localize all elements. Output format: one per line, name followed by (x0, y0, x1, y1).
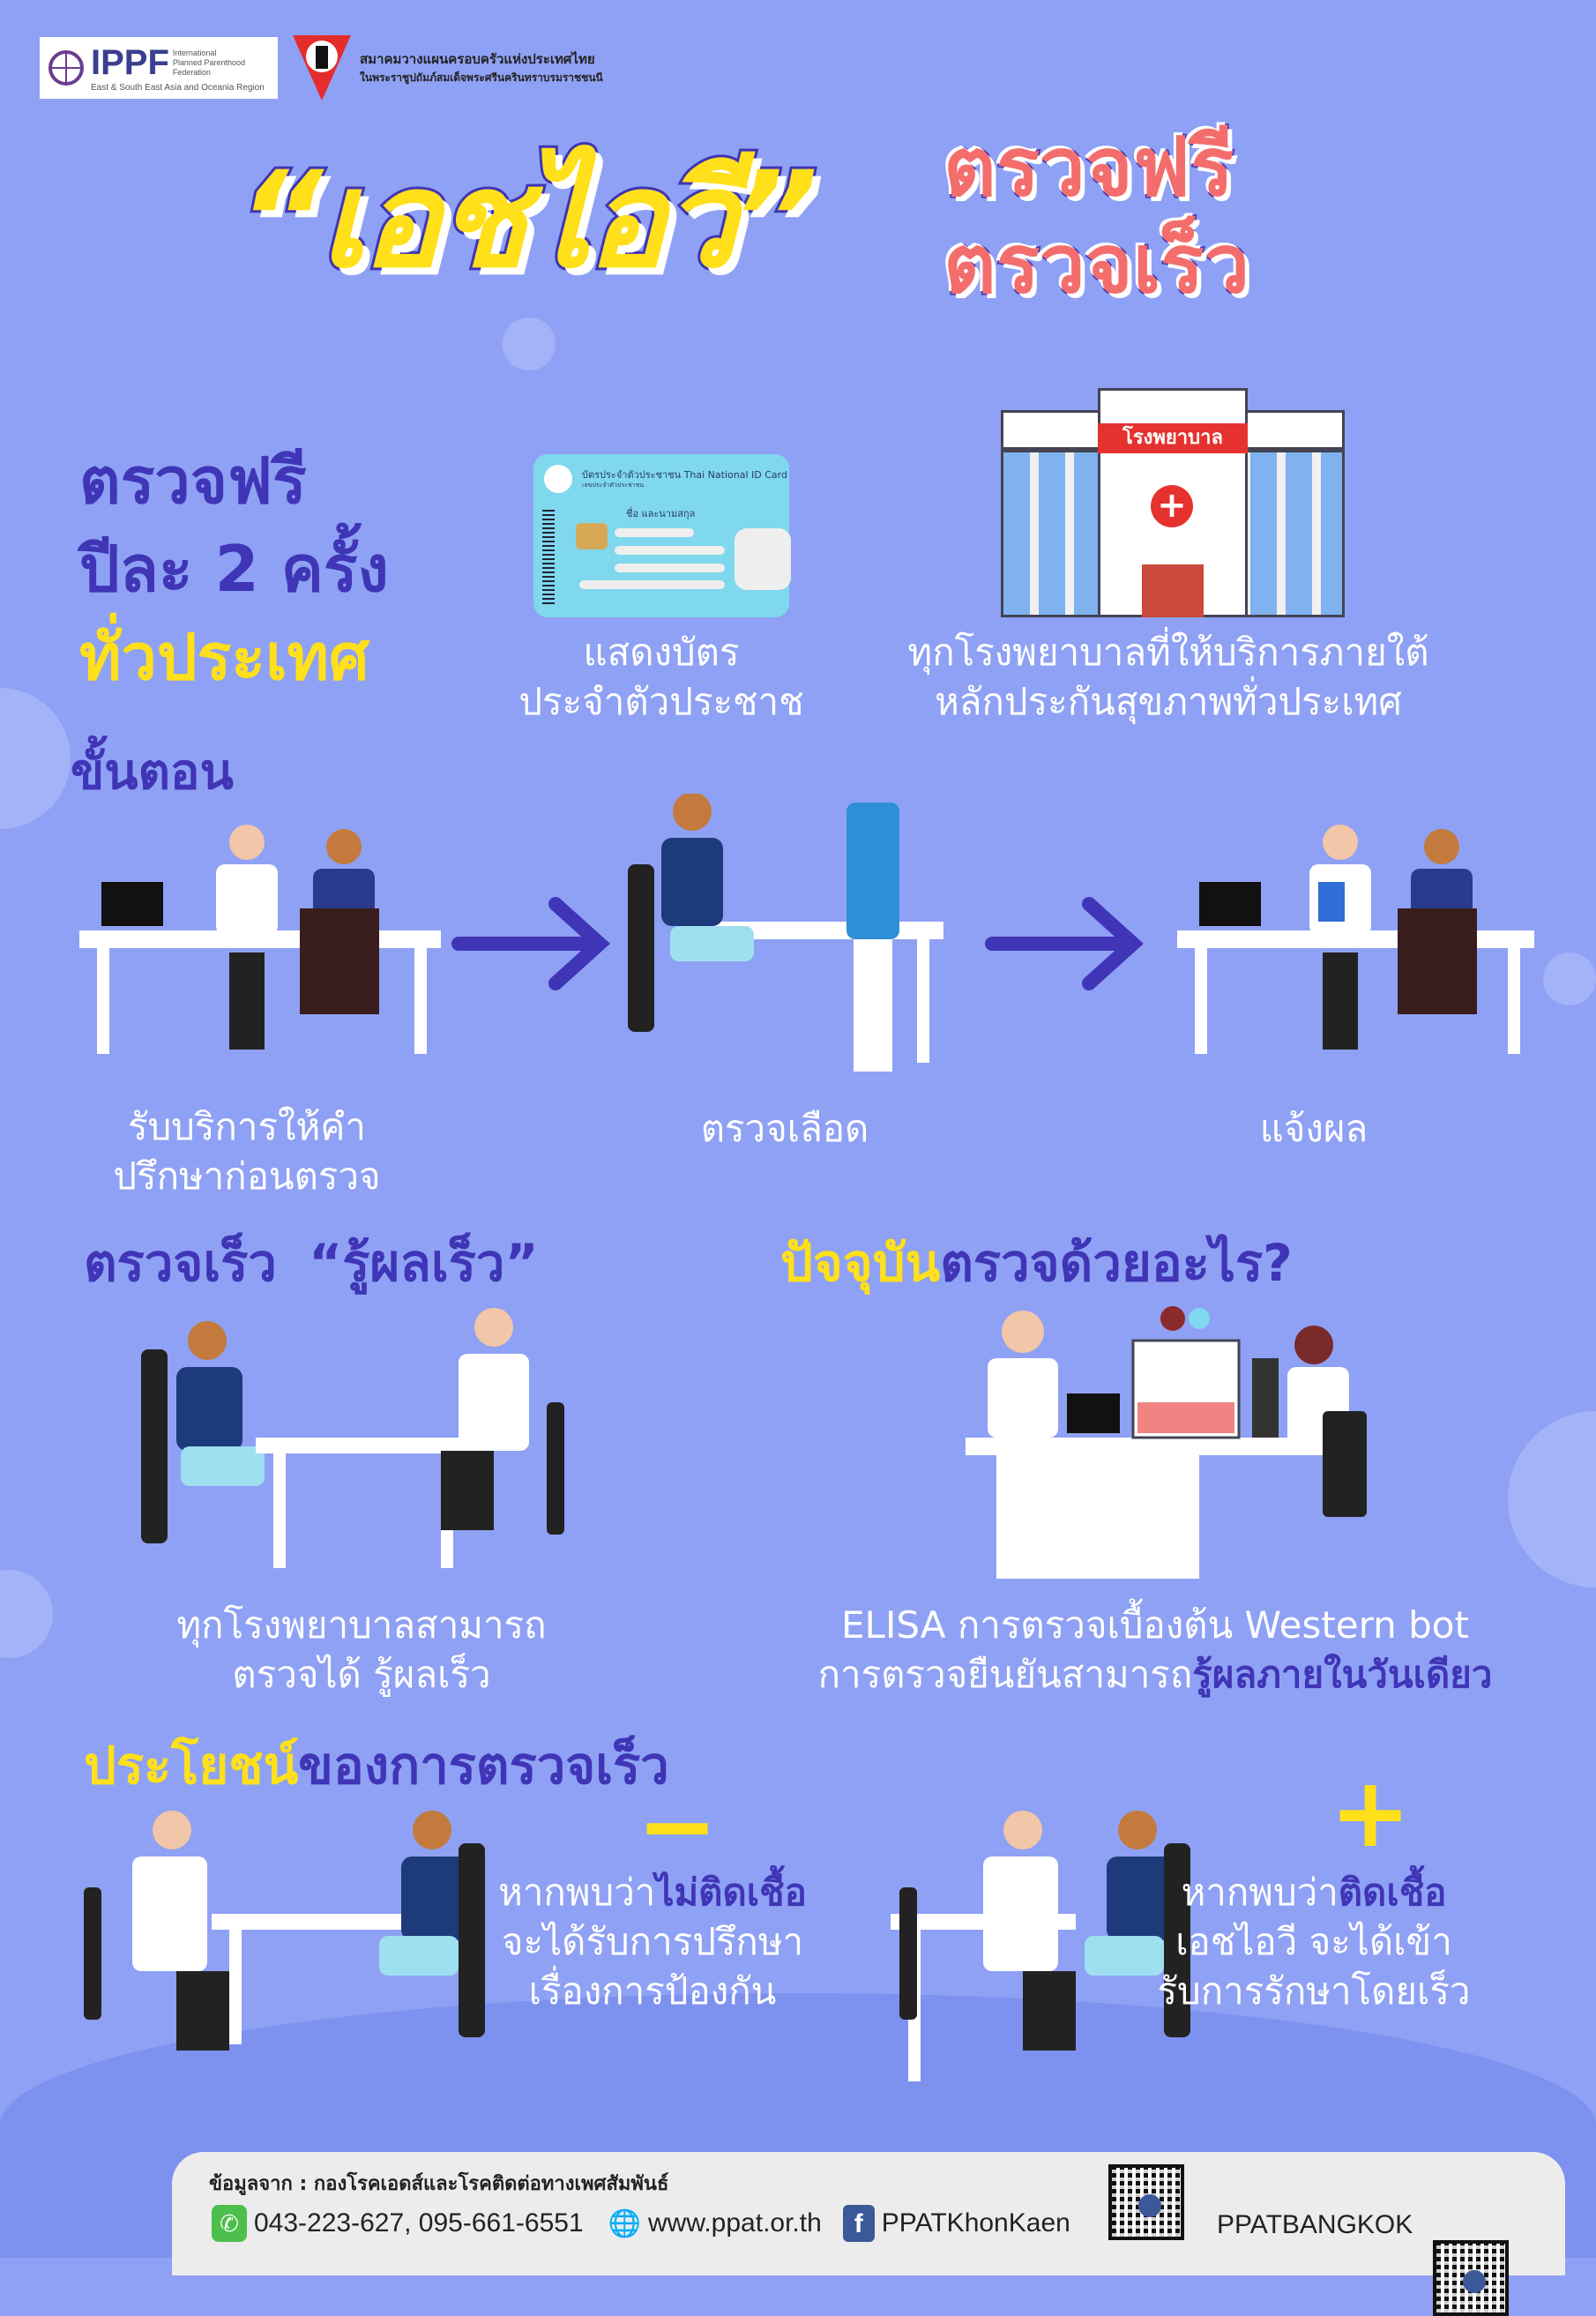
ppat-emblem-icon (293, 35, 351, 101)
title-hiv: “เอชไอวี” (235, 141, 821, 300)
method-caption-1: ELISA การตรวจเบื้องต้น Western bot (841, 1603, 1469, 1647)
id-card-name: ชื่อ และนามสกุล (626, 508, 696, 519)
fast-caption-1: ทุกโรงพยาบาลสามารถ (176, 1603, 547, 1647)
lab-scene (966, 1306, 1367, 1579)
method-heading-dark: ตรวจด้วยอะไร? (940, 1233, 1293, 1293)
qr-code-khonkaen[interactable] (1108, 2164, 1184, 2240)
ippf-name-3: Federation (172, 68, 211, 77)
blood-test-scene (628, 794, 943, 1072)
footer: ข้อมูลจาก : กองโรคเอดส์และโรคติดต่อทางเพ… (172, 2152, 1565, 2316)
phone-icon: ✆ (212, 2205, 247, 2242)
id-card-illustration: บัตรประจำตัวประชาชน Thai National ID Car… (533, 454, 791, 617)
method-caption-2b: รู้ผลภายในวันเดียว (1192, 1653, 1493, 1696)
neg-bold: ไม่ติดเชื้อ (655, 1871, 807, 1914)
fast-consult-scene (141, 1308, 564, 1568)
free-test-line3: ทั่วประเทศ (79, 620, 369, 694)
ippf-acronym: IPPF (91, 43, 169, 82)
consult-scene (79, 825, 441, 1054)
ppat-name: สมาคมวางแผนครอบครัวแห่งประเทศไทย (360, 50, 595, 67)
benefits-illustrations (84, 1811, 1190, 2081)
steps-heading: ขั้นตอน (71, 743, 234, 801)
ippf-name-2: Planned Parenthood (172, 58, 245, 67)
title-fast: ตรวจเร็ว (942, 216, 1250, 313)
facebook-bangkok-link[interactable]: PPATBANGKOK (1217, 2210, 1413, 2239)
neg-line3: เรื่องการป้องกัน (528, 1969, 777, 2013)
hospital-sign: โรงพยาบาล (1098, 423, 1248, 453)
fast-heading-2: “รู้ผลเร็ว” (309, 1233, 539, 1293)
id-caption-1: แสดงบัตร (583, 631, 740, 674)
benefits-heading-dark: ของการตรวจเร็ว (298, 1736, 669, 1796)
neg-pre: หากพบว่า (498, 1871, 656, 1914)
fast-heading-1: ตรวจเร็ว (84, 1233, 277, 1293)
arrow-icon (451, 897, 610, 990)
ppat-logo: สมาคมวางแผนครอบครัวแห่งประเทศไทย ในพระรา… (291, 32, 603, 102)
facebook-icon: f (842, 2205, 875, 2242)
id-caption-2: ประจำตัวประชาช (518, 680, 804, 723)
benefits-heading-yellow: ประโยชน์ (84, 1736, 299, 1796)
steps-illustrations (79, 794, 1534, 1072)
id-card-title: บัตรประจำตัวประชาชน Thai National ID Car… (582, 469, 787, 481)
method-heading-yellow: ปัจจุบัน (780, 1233, 941, 1293)
arrow-icon (985, 897, 1144, 990)
positive-consult-scene (891, 1811, 1190, 2081)
qr-code-bangkok[interactable] (1433, 2240, 1509, 2316)
method-caption-2a: การตรวจยืนยันสามารถ (817, 1653, 1193, 1696)
ippf-logo: IPPF International Planned Parenthood Fe… (40, 37, 278, 99)
id-card-sub: เลขประจำตัวประชาชน (582, 482, 645, 489)
pos-line3: รับการรักษาโดยเร็ว (1157, 1969, 1471, 2013)
globe-icon: 🌐 (608, 2208, 641, 2238)
hospital-illustration: โรงพยาบาล + (992, 375, 1354, 617)
step-1-line1: รับบริการให้คำ (128, 1105, 366, 1148)
fast-caption-2: ตรวจได้ รู้ผลเร็ว (232, 1653, 491, 1696)
title-free: ตรวจฟรี (942, 119, 1234, 216)
pos-pre: หากพบว่า (1181, 1871, 1339, 1914)
free-test-line1: ตรวจฟรี (79, 444, 307, 518)
pos-line2: เอชไอวี จะได้เข้า (1175, 1920, 1452, 1963)
ppat-subtitle: ในพระราชูปถัมภ์สมเด็จพระศรีนครินทราบรมรา… (360, 71, 603, 84)
negative-consult-scene (84, 1811, 485, 2051)
step-2-label: ตรวจเลือด (700, 1107, 869, 1150)
hospital-caption-2: หลักประกันสุขภาพทั่วประเทศ (935, 680, 1402, 723)
phone-number[interactable]: 043-223-627, 095-661-6551 (254, 2208, 584, 2238)
section-illustrations (141, 1306, 1367, 1579)
step-3-label: แจ้งผล (1259, 1107, 1369, 1150)
facebook-khonkaen-link[interactable]: PPATKhonKaen (881, 2208, 1070, 2238)
red-cross-icon: + (1151, 485, 1193, 527)
neg-line2: จะได้รับการปรึกษา (501, 1920, 804, 1963)
website-link[interactable]: www.ppat.or.th (648, 2208, 822, 2238)
hospital-caption-1: ทุกโรงพยาบาลที่ให้บริการภายใต้ (907, 631, 1429, 674)
result-scene (1177, 825, 1534, 1054)
minus-icon: − (637, 1769, 719, 1882)
source-text: ข้อมูลจาก : กองโรคเอดส์และโรคติดต่อทางเพ… (209, 2173, 669, 2195)
step-1-line2: ปรึกษาก่อนตรวจ (113, 1154, 381, 1198)
plus-icon: + (1330, 1756, 1412, 1869)
pos-bold: ติดเชื้อ (1338, 1871, 1447, 1914)
globe-icon (48, 50, 84, 86)
free-test-line2: ปีละ 2 ครั้ง (79, 532, 389, 606)
ippf-name-1: International (172, 49, 217, 57)
ippf-region: East & South East Asia and Oceania Regio… (91, 83, 265, 93)
